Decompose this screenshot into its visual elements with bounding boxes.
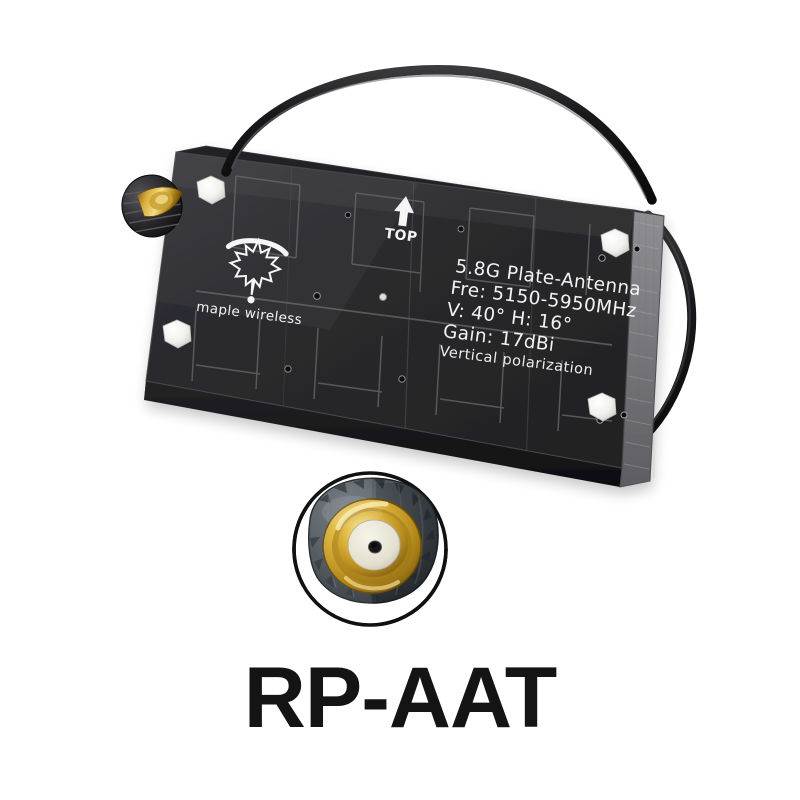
up-arrow-icon xyxy=(394,196,414,227)
top-label: TOP xyxy=(384,226,419,246)
standoff-bottom-right xyxy=(587,392,617,422)
rail-texture xyxy=(623,215,661,479)
connector-callout xyxy=(292,471,448,627)
board-surface-details xyxy=(172,152,634,467)
board-bottom-rim xyxy=(144,381,622,487)
product-model-label: RP-AAT xyxy=(243,650,557,746)
antenna-board: TOP maple wireless 5.8G Plate-Antenna Fr… xyxy=(144,145,665,488)
standoff-top-left xyxy=(196,175,226,205)
rpsma-connector-closeup xyxy=(308,477,439,604)
board-standoffs xyxy=(162,175,641,422)
maple-leaf-icon xyxy=(228,237,283,295)
callout-ring-overlay xyxy=(292,471,448,627)
board-rpsma-connector xyxy=(121,174,183,238)
board-face xyxy=(146,152,634,468)
standoff-bottom-left xyxy=(162,319,192,349)
standoff-top-right xyxy=(600,228,630,258)
board-top-rail xyxy=(176,146,664,216)
coax-cable-front xyxy=(221,64,657,205)
top-orientation-marker: TOP xyxy=(384,196,419,246)
